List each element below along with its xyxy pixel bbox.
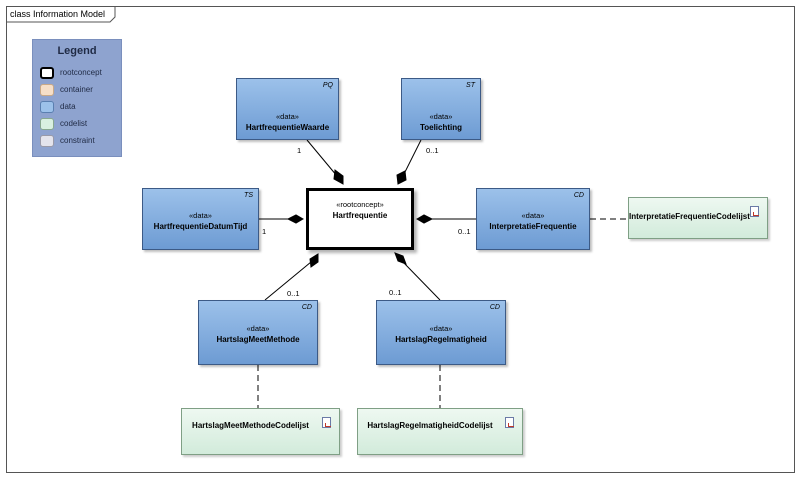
link-waarde (306, 139, 338, 177)
legend-label: data (60, 102, 76, 111)
class-name: Toelichting (419, 123, 463, 132)
codelist-name: HartslagRegelmatigheidCodelijst (367, 421, 493, 430)
class-stereotype: «data» (429, 324, 453, 333)
class-stereotype: «data» (276, 112, 299, 121)
class-stereotype: «data» (189, 211, 212, 220)
class-name: HartfrequentieDatumTijd (153, 222, 248, 231)
datatype-tag: TS (244, 192, 253, 199)
document-icon (750, 206, 759, 217)
codelist-hartslag-regelmatigheid[interactable]: HartslagRegelmatigheidCodelijst (357, 408, 523, 455)
document-icon (505, 417, 514, 428)
legend-title: Legend (57, 45, 97, 57)
frame-title-tab: class Information Model (6, 6, 116, 23)
diamond-interp (415, 214, 434, 224)
multiplicity-waarde: 1 (297, 146, 302, 155)
frame-title: class Information Model (10, 9, 106, 19)
class-hartfrequentie[interactable]: «rootconcept» Hartfrequentie (306, 188, 414, 250)
datatype-tag: CD (301, 304, 312, 311)
class-hartslag-regelmatigheid[interactable]: CD «data» HartslagRegelmatigheid (376, 300, 506, 365)
multiplicity-meetmethode: 0..1 (287, 289, 300, 298)
document-icon (322, 417, 331, 428)
diamond-regel (394, 252, 407, 265)
legend-label: constraint (60, 136, 95, 145)
link-methode (264, 261, 312, 301)
diamond-waarde (333, 169, 344, 185)
legend-label: codelist (60, 119, 88, 128)
datatype-tag: CD (573, 192, 584, 199)
diamond-toel (396, 170, 407, 185)
legend-swatch-codelist (40, 118, 54, 130)
class-name: InterpretatieFrequentie (489, 222, 577, 231)
legend-swatch-data (40, 101, 54, 113)
diamond-methode (309, 253, 319, 268)
datatype-tag: CD (489, 304, 500, 311)
class-stereotype: «data» (429, 112, 453, 121)
class-name: HartslagMeetMethode (216, 335, 300, 344)
class-stereotype: «data» (521, 211, 545, 220)
class-hartfrequentie-datumtijd[interactable]: TS «data» HartfrequentieDatumTijd (142, 188, 259, 250)
legend-swatch-container (40, 84, 54, 96)
link-regel (402, 261, 441, 301)
class-hartslag-meetmethode[interactable]: CD «data» HartslagMeetMethode (198, 300, 318, 365)
codelist-hartslag-meetmethode[interactable]: HartslagMeetMethodeCodelijst (181, 408, 340, 455)
link-toel (402, 139, 422, 177)
codelist-name: InterpretatieFrequentieCodelijst (629, 212, 750, 221)
multiplicity-datumtijd: 1 (262, 227, 267, 236)
legend-swatch-rootconcept (40, 67, 54, 79)
legend-label: container (60, 85, 93, 94)
class-name: HartfrequentieWaarde (245, 123, 330, 132)
legend-label: rootconcept (60, 68, 102, 77)
diagram-frame (6, 6, 795, 473)
class-stereotype: «rootconcept» (336, 200, 384, 209)
class-interpretatie-frequentie[interactable]: CD «data» InterpretatieFrequentie (476, 188, 590, 250)
legend: Legend rootconcept container data codeli… (32, 39, 122, 157)
frame-tab-shape (6, 6, 116, 23)
codelist-interpretatie-frequentie[interactable]: InterpretatieFrequentieCodelijst (628, 197, 768, 239)
class-name: Hartfrequentie (332, 211, 388, 220)
multiplicity-regelmatigheid: 0..1 (389, 288, 402, 297)
multiplicity-interpretatie: 0..1 (458, 227, 471, 236)
datatype-tag: ST (466, 82, 475, 89)
class-toelichting[interactable]: ST «data» Toelichting (401, 78, 481, 140)
class-hartfrequentie-waarde[interactable]: PQ «data» HartfrequentieWaarde (236, 78, 339, 140)
multiplicity-toelichting: 0..1 (426, 146, 439, 155)
codelist-name: HartslagMeetMethodeCodelijst (192, 421, 309, 430)
datatype-tag: PQ (322, 82, 333, 89)
diamond-datum (286, 214, 305, 224)
class-stereotype: «data» (246, 324, 270, 333)
class-name: HartslagRegelmatigheid (395, 335, 487, 344)
legend-swatch-constraint (40, 135, 54, 147)
